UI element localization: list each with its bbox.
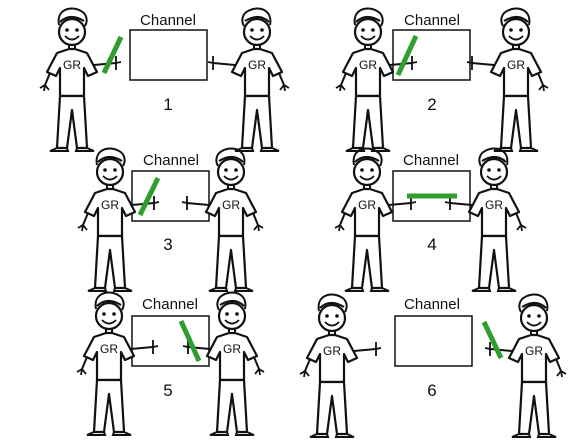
panel-number: 1 bbox=[163, 95, 172, 114]
panel-6: Channel GR GR 6 bbox=[298, 293, 566, 439]
panel-4: Channel GR GR 4 bbox=[333, 147, 526, 293]
shirt-label: GR bbox=[222, 198, 240, 212]
channel-box bbox=[129, 29, 208, 81]
channel-label: Channel bbox=[142, 296, 198, 313]
shirt-label: GR bbox=[101, 198, 119, 212]
panel-number: 3 bbox=[163, 235, 172, 254]
panel-3: Channel GR GR 3 bbox=[76, 147, 263, 293]
shirt-label: GR bbox=[323, 344, 341, 358]
green-stick bbox=[481, 320, 504, 360]
shirt-label: GR bbox=[358, 198, 376, 212]
channel-box bbox=[131, 170, 210, 222]
shirt-label: GR bbox=[100, 342, 118, 356]
green-stick bbox=[101, 35, 124, 75]
channel-label: Channel bbox=[404, 12, 460, 29]
channel-label: Channel bbox=[140, 12, 196, 29]
panel-1: Channel GR GR 1 bbox=[38, 7, 289, 153]
shirt-label: GR bbox=[485, 198, 503, 212]
shirt-label: GR bbox=[248, 58, 266, 72]
panel-number: 4 bbox=[427, 235, 436, 254]
channel-label: Channel bbox=[403, 152, 459, 169]
receiver-figure bbox=[467, 9, 548, 151]
panel-number: 5 bbox=[163, 381, 172, 400]
receiver-figure bbox=[208, 9, 289, 151]
shirt-label: GR bbox=[63, 58, 81, 72]
panel-2: Channel GR GR 2 bbox=[334, 7, 548, 153]
panel-5: Channel GR GR 5 bbox=[75, 291, 264, 437]
channel-label: Channel bbox=[404, 296, 460, 313]
green-stick bbox=[178, 319, 202, 363]
green-stick bbox=[395, 34, 419, 77]
shirt-label: GR bbox=[223, 342, 241, 356]
channel-label: Channel bbox=[143, 152, 199, 169]
green-stick bbox=[137, 176, 161, 217]
shirt-label: GR bbox=[525, 344, 543, 358]
shirt-label: GR bbox=[507, 58, 525, 72]
channel-box bbox=[394, 315, 473, 367]
shirt-label: GR bbox=[359, 58, 377, 72]
panel-number: 2 bbox=[427, 95, 436, 114]
sender-figure bbox=[298, 293, 383, 439]
receiver-figure bbox=[485, 295, 566, 437]
panel-number: 6 bbox=[427, 381, 436, 400]
sender-figure bbox=[38, 7, 123, 153]
